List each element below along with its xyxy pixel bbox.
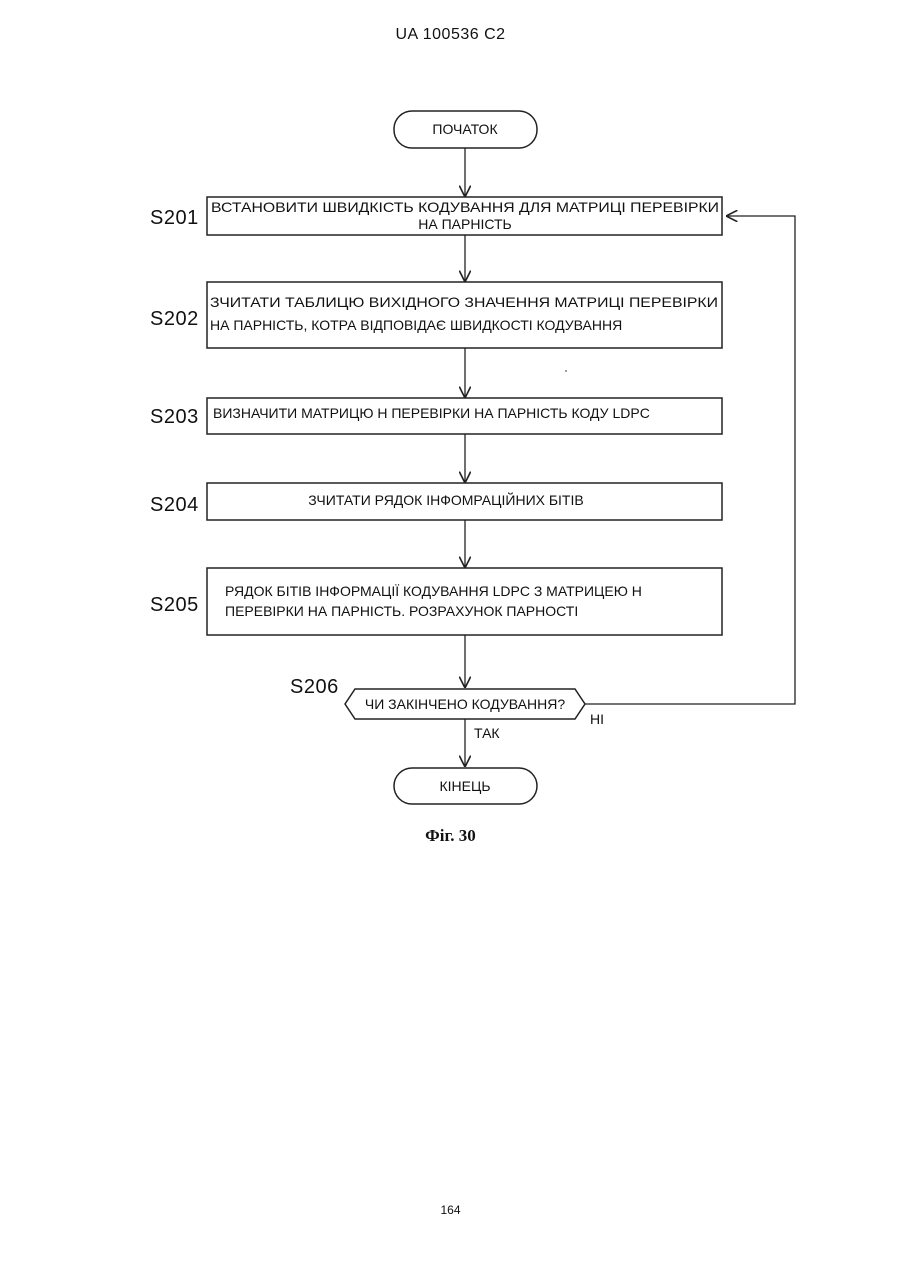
start-label: ПОЧАТОК: [432, 121, 498, 137]
step-id-s203: S203: [150, 406, 199, 428]
decision-no-label: НІ: [590, 711, 604, 727]
step-id-s204: S204: [150, 494, 199, 516]
process-text-s201-line2: НА ПАРНІСТЬ: [418, 216, 511, 232]
process-box-s202: [207, 282, 722, 348]
end-label: КІНЕЦЬ: [439, 778, 490, 794]
decision-text-s206: ЧИ ЗАКІНЧЕНО КОДУВАННЯ?: [365, 696, 565, 712]
step-id-s201: S201: [150, 207, 199, 229]
process-text-s201-line1: ВСТАНОВИТИ ШВИДКІСТЬ КОДУВАННЯ ДЛЯ МАТРИ…: [211, 199, 719, 215]
process-box-s205: [207, 568, 722, 635]
process-text-s205-line2: ПЕРЕВІРКИ НА ПАРНІСТЬ. РОЗРАХУНОК ПАРНОС…: [225, 603, 578, 619]
process-text-s202-line2: НА ПАРНІСТЬ, КОТРА ВІДПОВІДАЄ ШВИДКОСТІ …: [210, 317, 622, 333]
process-text-s203-line1: ВИЗНАЧИТИ МАТРИЦЮ Н ПЕРЕВІРКИ НА ПАРНІСТ…: [213, 405, 650, 421]
process-text-s202-line1: ЗЧИТАТИ ТАБЛИЦЮ ВИХІДНОГО ЗНАЧЕННЯ МАТРИ…: [210, 294, 718, 310]
scan-speck: [565, 370, 567, 372]
decision-yes-label: ТАК: [474, 725, 500, 741]
page-number: 164: [0, 1203, 901, 1217]
figure-caption: Фіг. 30: [0, 826, 901, 846]
step-id-s202: S202: [150, 308, 199, 330]
process-text-s205-line1: РЯДОК БІТІВ ІНФОРМАЦІЇ КОДУВАННЯ LDPC З …: [225, 583, 642, 599]
process-text-s204-line1: ЗЧИТАТИ РЯДОК ІНФОМРАЦІЙНИХ БІТІВ: [308, 491, 583, 508]
step-id-s206: S206: [290, 676, 339, 698]
loop-back-connector: [585, 216, 795, 704]
step-id-s205: S205: [150, 594, 199, 616]
